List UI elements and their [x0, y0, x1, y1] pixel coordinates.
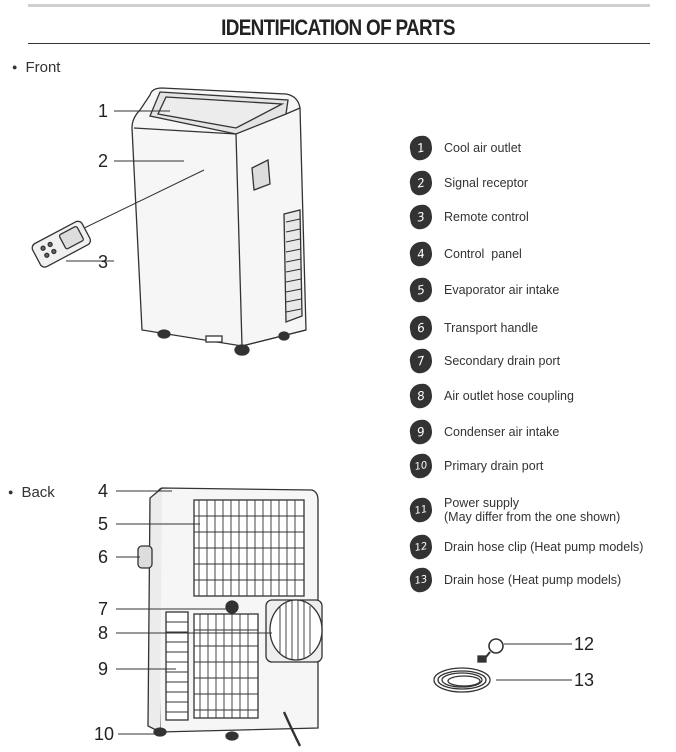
- callout-5: 5: [98, 514, 108, 534]
- number-badge: 7: [408, 347, 434, 375]
- back-section-label: ●Back: [8, 484, 55, 501]
- part-item-5: 5 Evaporator air intake: [408, 276, 560, 304]
- drain-hose-illustration: [433, 667, 491, 693]
- callout-13: 13: [574, 670, 594, 690]
- number-badge: 2: [408, 169, 434, 197]
- part-label-note: (May differ from the one shown): [444, 510, 621, 524]
- part-label: Signal receptor: [444, 176, 529, 190]
- part-item-7: 7 Secondary drain port: [408, 347, 561, 375]
- callout-2: 2: [98, 151, 108, 171]
- part-label: Drain hose (Heat pump models): [444, 573, 622, 587]
- callout-3: 3: [98, 252, 108, 272]
- number-badge: 12: [408, 533, 434, 561]
- part-item-9: 9 Condenser air intake: [408, 418, 560, 446]
- number-badge: 13: [408, 566, 434, 594]
- part-label: Drain hose clip (Heat pump models): [444, 540, 644, 554]
- part-label: Cool air outlet: [444, 141, 522, 155]
- number-badge: 3: [408, 203, 434, 231]
- number-badge: 4: [408, 240, 434, 268]
- callout-6: 6: [98, 547, 108, 567]
- number-badge: 11: [408, 496, 434, 524]
- number-badge: 8: [408, 382, 434, 410]
- number-badge: 9: [408, 418, 434, 446]
- number-badge: 10: [408, 452, 434, 480]
- page-title: IDENTIFICATION OF PARTS: [221, 15, 455, 40]
- part-item-6: 6 Transport handle: [408, 314, 539, 342]
- title-rule: [28, 43, 650, 44]
- part-label: Transport handle: [444, 321, 539, 335]
- part-item-4: 4 Control panel: [408, 240, 522, 268]
- callout-8: 8: [98, 623, 108, 643]
- remote-control-illustration: [31, 220, 92, 268]
- callout-4: 4: [98, 481, 108, 501]
- part-label: Primary drain port: [444, 459, 544, 473]
- top-rule: [28, 4, 650, 7]
- part-label: Control panel: [444, 247, 522, 261]
- back-unit-illustration: [137, 487, 323, 747]
- front-section-label: ●Front: [12, 59, 61, 76]
- callout-10: 10: [94, 724, 114, 744]
- number-badge: 5: [408, 276, 434, 304]
- part-item-1: 1 Cool air outlet: [408, 134, 522, 162]
- callout-12: 12: [574, 634, 594, 654]
- part-item-10: 10 Primary drain port: [408, 452, 544, 480]
- bullet-icon: ●: [12, 62, 18, 72]
- part-label: Evaporator air intake: [444, 283, 560, 297]
- part-label: Remote control: [444, 210, 529, 224]
- part-label-main: Power supply: [444, 496, 520, 510]
- number-badge: 6: [408, 314, 434, 342]
- part-item-2: 2 Signal receptor: [408, 169, 529, 197]
- front-unit-illustration: [75, 87, 307, 356]
- callout-9: 9: [98, 659, 108, 679]
- parts-list: 1 Cool air outlet 2 Signal receptor 3 Re…: [408, 0, 676, 752]
- part-item-3: 3 Remote control: [408, 203, 529, 231]
- part-label: Secondary drain port: [444, 354, 561, 368]
- callout-1: 1: [98, 101, 108, 121]
- part-item-13: 13 Drain hose (Heat pump models): [408, 566, 622, 594]
- part-item-11: 11 Power supply (May differ from the one…: [408, 496, 620, 524]
- part-item-8: 8 Air outlet hose coupling: [408, 382, 574, 410]
- part-label: Air outlet hose coupling: [444, 389, 574, 403]
- number-badge: 1: [408, 134, 434, 162]
- part-label: Power supply (May differ from the one sh…: [444, 496, 620, 524]
- drain-hose-clip-illustration: [477, 638, 504, 663]
- callout-7: 7: [98, 599, 108, 619]
- bullet-icon: ●: [8, 487, 14, 497]
- part-label: Condenser air intake: [444, 425, 560, 439]
- part-item-12: 12 Drain hose clip (Heat pump models): [408, 533, 644, 561]
